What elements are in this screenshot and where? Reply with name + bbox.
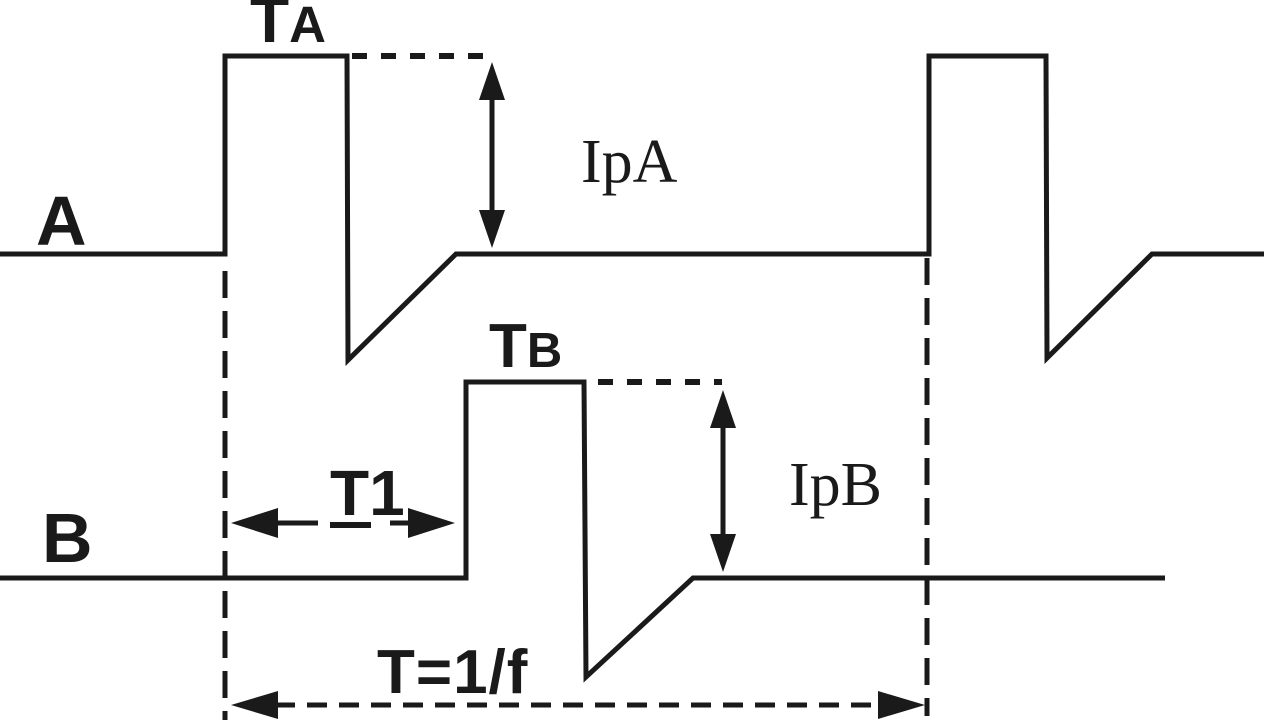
t1-digit: 1	[369, 457, 405, 529]
waveform-a-trace	[0, 53, 1264, 366]
ipa-peak-label: IpA	[581, 128, 678, 196]
channel-b-label: B	[42, 499, 93, 577]
pulse-b-width-main: T	[489, 312, 527, 381]
waveform-b-trace	[0, 379, 1165, 683]
ipb-peak-label: IpB	[789, 451, 882, 519]
period-arrow	[231, 691, 925, 719]
t1-arrow	[231, 508, 455, 538]
channel-a-label: A	[36, 182, 87, 260]
t1-delay-label: T1	[330, 461, 405, 525]
period-label: T=1/f	[377, 638, 529, 707]
pulse-a-width-label: TA	[250, 0, 326, 52]
ipb-arrow	[710, 390, 736, 572]
ipa-arrow	[479, 62, 505, 248]
t1-letter: T	[330, 457, 370, 529]
pulse-b-width-sub: B	[526, 324, 563, 378]
t1-underline	[330, 522, 371, 528]
pulse-a-width-sub: A	[289, 0, 326, 53]
pulse-b-width-label: TB	[489, 316, 562, 378]
pulse-a-width-main: T	[250, 0, 290, 56]
